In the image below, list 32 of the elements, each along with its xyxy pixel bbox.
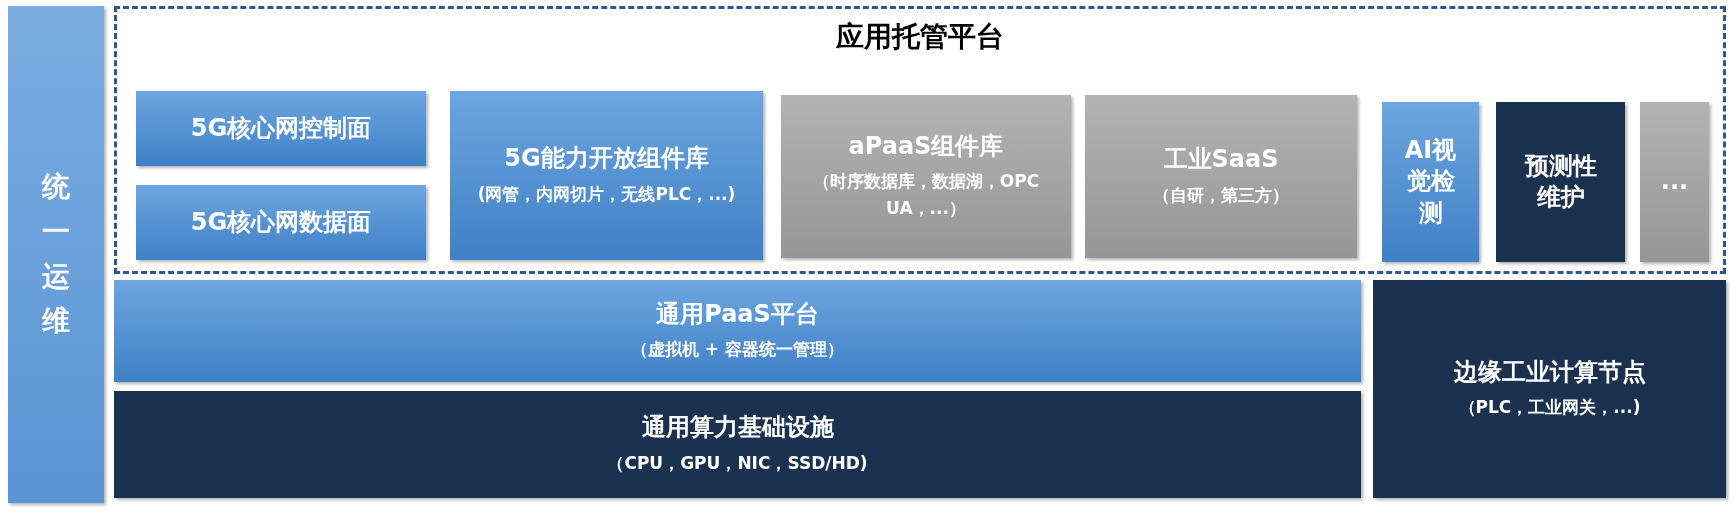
box-subtitle: （CPU，GPU，NIC，SSD/HD) [607, 451, 868, 475]
box-title: 应用托管平台 [836, 19, 1004, 55]
box-subtitle: （时序数据库，数据湖，OPC UA，...） [811, 169, 1041, 221]
component-box [781, 95, 1071, 258]
box-title: 工业SaaS [1163, 144, 1279, 176]
box-title: 5G能力开放组件库 [504, 143, 709, 175]
layer-box [114, 391, 1361, 498]
box-title: 通用PaaS平台 [656, 298, 819, 330]
component-box [450, 91, 763, 260]
component-box [136, 91, 426, 166]
layer-box [114, 280, 1361, 382]
box-subtitle: （虚拟机 + 容器统一管理） [630, 338, 845, 361]
box-title: 统一运维 [41, 168, 71, 340]
box-title: ... [1660, 166, 1689, 198]
box-title: 5G核心网控制面 [190, 112, 372, 144]
component-box [1085, 95, 1357, 258]
side-bar [8, 6, 104, 503]
component-box [1640, 102, 1709, 262]
component-box [136, 185, 426, 260]
layer-box [1373, 280, 1726, 498]
box-title: 边缘工业计算节点 [1453, 356, 1646, 388]
box-subtitle: (网管，内网切片，无线PLC，...) [477, 182, 736, 206]
box-subtitle: （PLC，工业网关，...) [1458, 396, 1641, 419]
box-title: aPaaS组件库 [848, 130, 1004, 162]
component-box [1382, 102, 1479, 262]
box-title: 5G核心网数据面 [190, 206, 372, 238]
box-title: 预测性维护 [1523, 150, 1598, 213]
component-box [1496, 102, 1625, 262]
box-title: 通用算力基础设施 [641, 412, 834, 444]
box-title: AI视觉检测 [1403, 135, 1458, 229]
box-subtitle: （自研，第三方） [1153, 183, 1289, 207]
dashed-container [114, 6, 1726, 274]
